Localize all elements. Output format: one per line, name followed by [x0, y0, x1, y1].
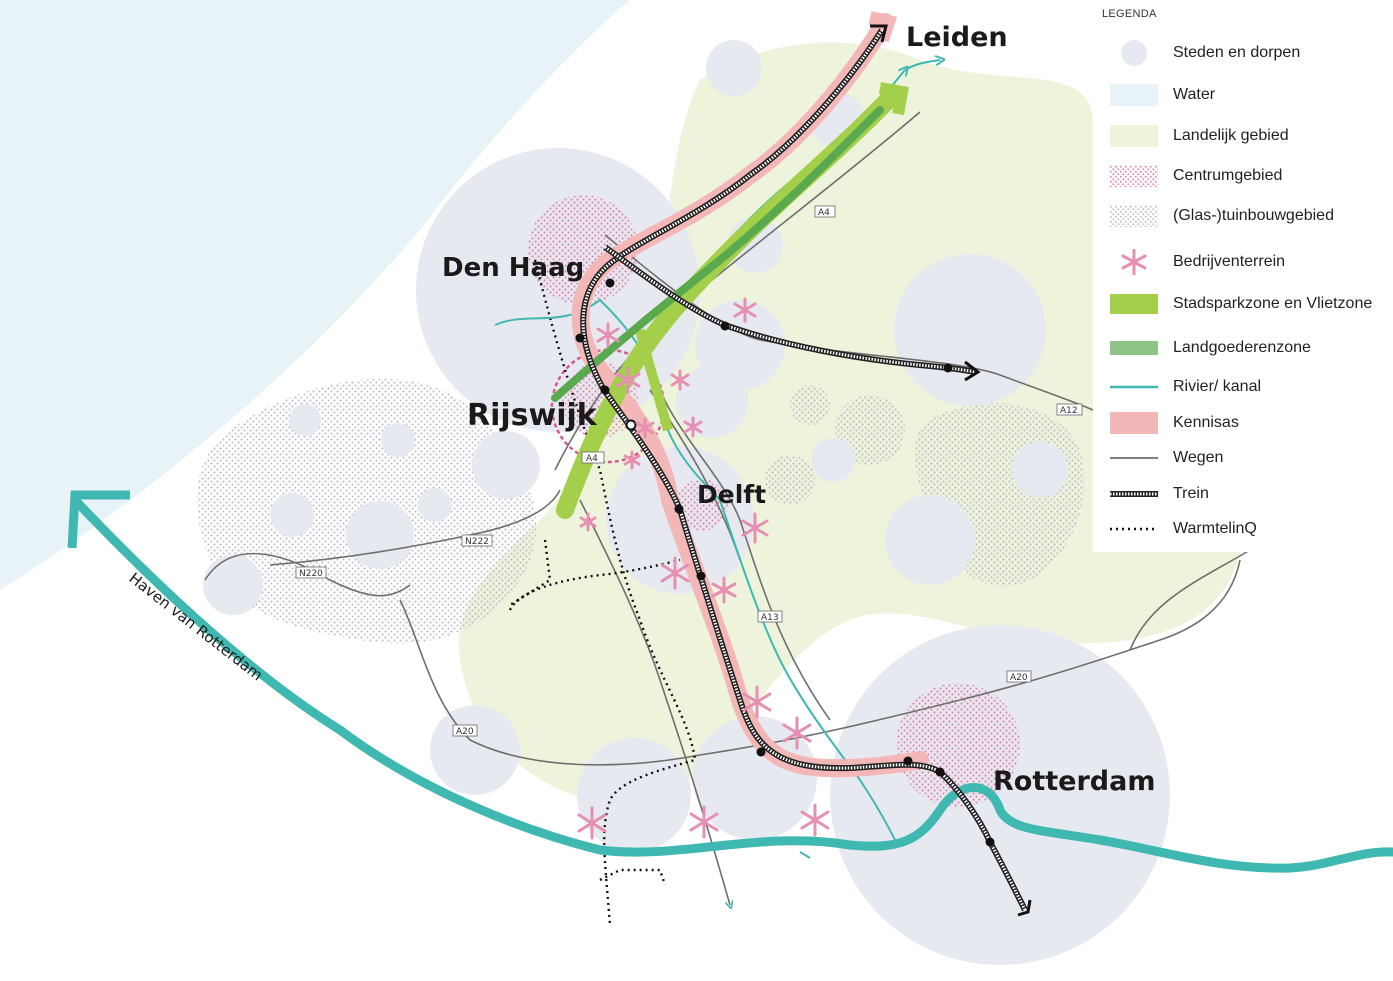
- legend-title: LEGENDA: [1102, 8, 1157, 20]
- legend-item-estates: Landgoederenzone: [1093, 333, 1393, 363]
- legend-item-roads: Wegen: [1093, 443, 1393, 473]
- legend-item-heat: WarmtelinQ: [1093, 514, 1393, 544]
- legend-item-train: Trein: [1093, 479, 1393, 509]
- road-a20-east: [1129, 549, 1251, 651]
- asterisk-icon: [1121, 249, 1147, 275]
- svg-text:A4: A4: [818, 208, 830, 218]
- label-leiden: Leiden: [906, 22, 1008, 53]
- harbour-arrow-head: [67, 490, 130, 549]
- warmtelinq-network: [508, 259, 697, 926]
- label-rotterdam: Rotterdam: [993, 766, 1155, 797]
- citypark-arrow: [878, 82, 909, 116]
- svg-text:A12: A12: [1060, 406, 1078, 416]
- road-label-a12: A12: [1056, 403, 1083, 416]
- road-a20: [469, 559, 1241, 766]
- legend-item-citypark: Stadsparkzone en Vlietzone: [1093, 289, 1393, 319]
- city-circle-icon: [1121, 40, 1147, 66]
- river-nieuwe-maas: [70, 495, 1393, 873]
- centre-dots-icon: [1110, 165, 1158, 187]
- legend-item-river: Rivier/ kanal: [1093, 372, 1393, 402]
- road-label-a4-north: A4: [814, 205, 836, 218]
- estates-swatch-icon: [1110, 341, 1158, 355]
- label-rijswijk: Rijswijk: [467, 398, 598, 433]
- rural-swatch-icon: [1110, 125, 1158, 147]
- svg-text:A20: A20: [456, 727, 474, 737]
- dotted-line-icon: [1110, 527, 1158, 531]
- estates-zone: [551, 106, 884, 402]
- road-a13: [649, 364, 831, 721]
- river-line-icon: [1110, 385, 1158, 389]
- road-label-a13: A13: [757, 610, 783, 623]
- legend-item-rural: Landelijk gebied: [1093, 121, 1393, 151]
- citypark-branch: [635, 328, 673, 432]
- legend-item-cities: Steden en dorpen: [1093, 38, 1393, 68]
- road-labels: A4 A4 A12 A13 A20 A20 N220 N222: [295, 205, 1083, 737]
- road-label-n220: N220: [295, 566, 327, 579]
- road-line-icon: [1110, 457, 1158, 459]
- business-terrains: [577, 297, 830, 840]
- train-stations: [575, 278, 995, 847]
- label-den-haag: Den Haag: [442, 253, 584, 283]
- knowledge-swatch-icon: [1110, 412, 1158, 434]
- sea-area: [0, 0, 630, 590]
- legend: LEGENDA Steden en dorpen Water Landelijk…: [1093, 0, 1393, 552]
- road-label-a4-south: A4: [581, 451, 605, 464]
- road-label-a20-east: A20: [1006, 670, 1032, 683]
- legend-item-water: Water: [1093, 80, 1393, 110]
- train-line-icon: [1110, 491, 1158, 497]
- svg-text:A13: A13: [761, 613, 779, 623]
- legend-item-knowledge: Kennisas: [1093, 408, 1393, 438]
- svg-text:N220: N220: [299, 569, 323, 579]
- road-label-n222: N222: [461, 534, 493, 547]
- water-swatch-icon: [1110, 84, 1158, 106]
- svg-text:A20: A20: [1010, 673, 1028, 683]
- citypark-swatch-icon: [1110, 294, 1158, 314]
- svg-text:N222: N222: [465, 537, 489, 547]
- legend-item-centre: Centrumgebied: [1093, 161, 1393, 191]
- legend-item-business: Bedrijventerrein: [1093, 247, 1393, 277]
- city-leiden-area: [706, 40, 762, 96]
- road-label-a20-west: A20: [452, 724, 478, 737]
- greenhouse-dots-icon: [1110, 205, 1158, 227]
- road-n222: [269, 489, 561, 566]
- svg-text:A4: A4: [586, 454, 598, 464]
- legend-item-greenhouse: (Glas-)tuinbouwgebied: [1093, 201, 1393, 231]
- label-delft: Delft: [697, 480, 766, 509]
